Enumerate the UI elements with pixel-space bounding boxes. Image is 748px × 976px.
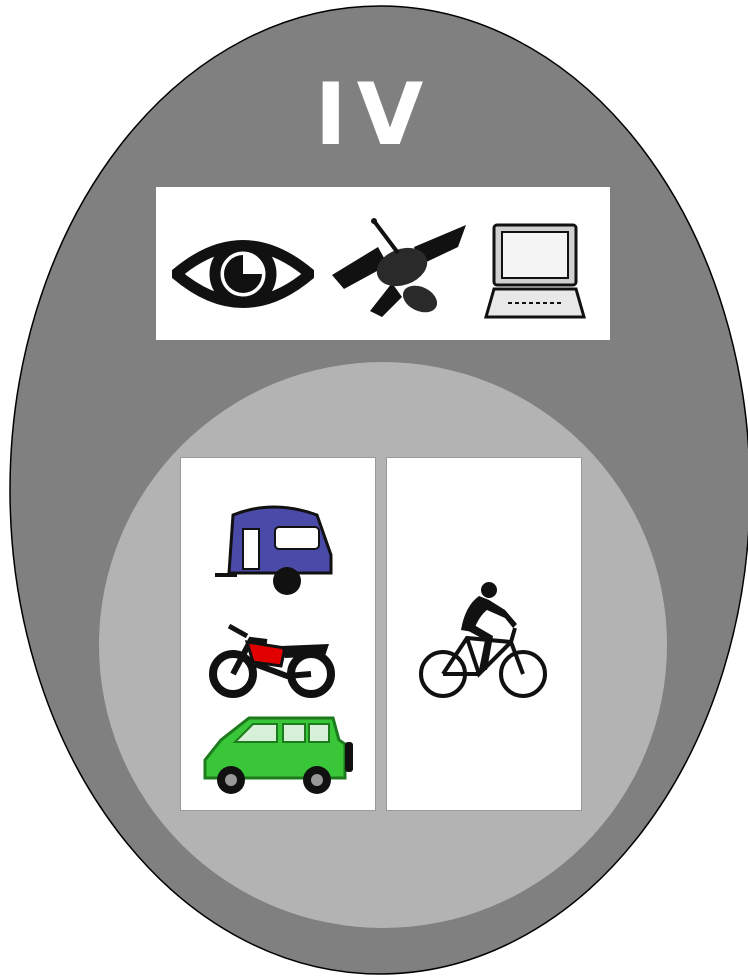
caravan-icon	[213, 503, 337, 599]
laptop-icon	[482, 223, 588, 321]
suv-icon	[201, 712, 353, 798]
eye-icon	[172, 229, 314, 319]
diagram-title: IV	[0, 72, 748, 158]
motorcycle-icon	[207, 616, 337, 700]
cyclist-icon	[417, 582, 551, 704]
vehicle-panel	[180, 457, 376, 811]
cyclist-panel	[386, 457, 582, 811]
sensing-panel	[156, 187, 610, 340]
satellite-icon	[330, 217, 470, 322]
